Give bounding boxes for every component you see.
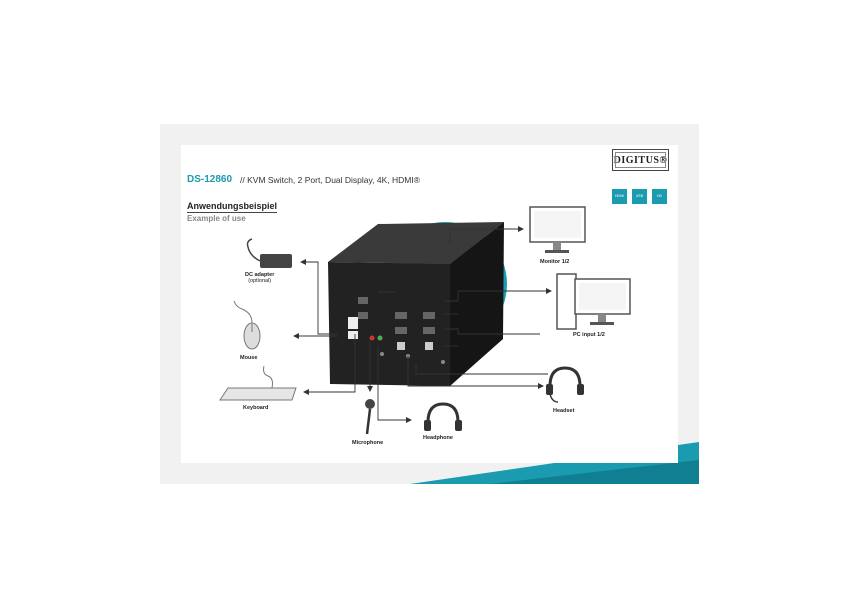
monitor-icon xyxy=(529,206,586,253)
keyboard-label: Keyboard xyxy=(243,405,269,411)
headset-label: Headset xyxy=(553,408,575,414)
headphone-label: Headphone xyxy=(423,435,453,441)
separator: // xyxy=(240,175,245,185)
product-description: // KVM Switch, 2 Port, Dual Display, 4K,… xyxy=(240,175,420,185)
dc-adapter-icon xyxy=(246,238,292,268)
hdmi-icon: HDMI xyxy=(612,189,627,204)
product-sku: DS-12860 xyxy=(187,174,233,185)
product-sheet: DS-12860 // KVM Switch, 2 Port, Dual Dis… xyxy=(160,124,699,484)
description-text: KVM Switch, 2 Port, Dual Display, 4K, HD… xyxy=(247,175,420,185)
monitor-label: Monitor 1/2 xyxy=(540,259,570,265)
headset-icon xyxy=(546,366,584,403)
microphone-label: Microphone xyxy=(352,440,384,446)
dc-adapter-text: DC adapter xyxy=(245,272,275,278)
kvm-side-face xyxy=(450,222,504,386)
usb-icon: USB xyxy=(632,189,647,204)
mouse-icon xyxy=(233,300,261,350)
diagram xyxy=(219,206,631,435)
kvm-top-face xyxy=(328,222,504,264)
pc-icon xyxy=(556,273,631,330)
section-heading: Anwendungsbeispiel xyxy=(187,201,278,213)
section-subheading: Example of use xyxy=(187,214,246,223)
mouse-label: Mouse xyxy=(240,355,258,361)
digitus-logo: DIGITUS® xyxy=(612,149,669,171)
keyboard-icon xyxy=(219,365,297,401)
hd-icon: HD xyxy=(652,189,667,204)
pc-label: PC input 1/2 xyxy=(573,332,605,338)
microphone-icon xyxy=(365,399,375,435)
dc-adapter-label: DC adapter (optional) xyxy=(245,272,274,284)
connection-lines xyxy=(296,228,548,421)
kvm-front-face xyxy=(328,262,450,386)
kvm-switch xyxy=(328,222,504,386)
arrow-heads xyxy=(293,226,552,423)
dc-adapter-note: (optional) xyxy=(248,278,272,284)
headphone-icon xyxy=(424,402,462,431)
